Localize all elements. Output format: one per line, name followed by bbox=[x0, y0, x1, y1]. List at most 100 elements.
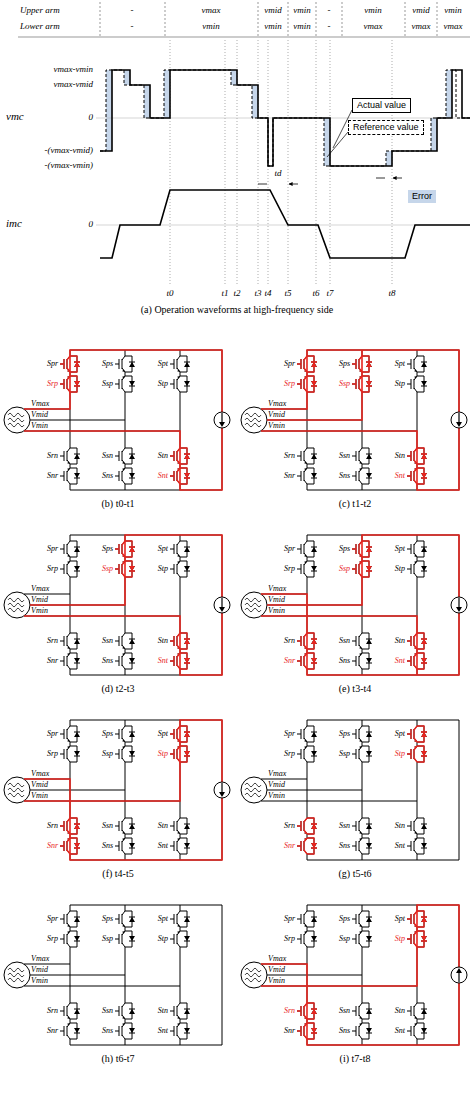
switch-label: Spt bbox=[158, 544, 168, 553]
arm-voltage: vmax bbox=[364, 21, 383, 31]
switch-label: Ssp bbox=[102, 379, 113, 388]
phase-label: Vmid bbox=[31, 410, 48, 419]
arm-voltage: vmid bbox=[264, 5, 282, 15]
switch-label: Sps bbox=[102, 729, 113, 738]
switch-label: Spt bbox=[395, 359, 405, 368]
switch-label: Sps bbox=[102, 544, 113, 553]
dead-time-arrows bbox=[258, 184, 298, 185]
reference-waveform bbox=[100, 70, 470, 166]
switch-label: Sns bbox=[339, 471, 350, 480]
switch-label: Snt bbox=[158, 471, 168, 480]
switch-label: Snr bbox=[47, 656, 58, 665]
circuit-g bbox=[241, 720, 459, 860]
phase-label: Vmax bbox=[31, 399, 49, 408]
phase-label: Vmin bbox=[268, 606, 285, 615]
callout-box: Actual value bbox=[352, 98, 411, 113]
switch-label: Sps bbox=[339, 914, 350, 923]
switch-label: Spr bbox=[47, 729, 58, 738]
switch-label: Snt bbox=[158, 1026, 168, 1035]
subfigure-caption: (e) t3-t4 bbox=[339, 683, 372, 694]
time-label: t6 bbox=[312, 288, 319, 298]
switch-label: Stp bbox=[395, 934, 405, 943]
switch-label: Ssp bbox=[339, 564, 350, 573]
circuit-f bbox=[4, 720, 230, 860]
arm-label: Lower arm bbox=[20, 21, 60, 31]
switch-label: Sns bbox=[339, 656, 350, 665]
circuit-c bbox=[241, 350, 467, 490]
phase-label: Vmax bbox=[31, 769, 49, 778]
switch-label: Sns bbox=[339, 1026, 350, 1035]
converter-circuit bbox=[241, 720, 459, 860]
subfigure-caption: (a) Operation waveforms at high-frequenc… bbox=[141, 304, 333, 315]
phase-label: Vmid bbox=[268, 595, 285, 604]
subfigure-caption: (i) t7-t8 bbox=[340, 1053, 371, 1064]
table-rule bbox=[18, 37, 470, 38]
switch-label: Stn bbox=[158, 636, 168, 645]
switch-label: Srp bbox=[47, 379, 58, 388]
phase-label: Vmax bbox=[31, 584, 49, 593]
switch-label: Sps bbox=[102, 359, 113, 368]
switch-label: Ssn bbox=[339, 636, 350, 645]
switch-label: Ssp bbox=[339, 749, 350, 758]
switch-label: Snr bbox=[47, 1026, 58, 1035]
time-grid bbox=[170, 40, 392, 284]
phase-label: Vmax bbox=[268, 769, 286, 778]
current-path bbox=[261, 350, 459, 490]
switch-label: Snr bbox=[47, 841, 58, 850]
arm-voltage: vmid bbox=[412, 5, 430, 15]
current-source bbox=[451, 412, 467, 428]
switch-label: Stp bbox=[158, 379, 168, 388]
switch-label: Stp bbox=[395, 564, 405, 573]
time-label: t0 bbox=[166, 288, 173, 298]
callout-text: Error bbox=[412, 191, 432, 202]
switch-label: Srp bbox=[47, 749, 58, 758]
arm-voltage: vmin bbox=[444, 5, 462, 15]
switch-label: Srn bbox=[284, 1006, 295, 1015]
phase-label: Vmid bbox=[31, 595, 48, 604]
imc-waveform bbox=[100, 190, 470, 258]
switch-label: Stp bbox=[158, 564, 168, 573]
switch-label: Snt bbox=[395, 471, 405, 480]
arm-voltage: vmin bbox=[293, 21, 311, 31]
subfigure-caption: (f) t4-t5 bbox=[102, 868, 133, 879]
switch-label: Srp bbox=[284, 379, 295, 388]
arm-voltage: - bbox=[131, 5, 134, 15]
switch-label: Ssp bbox=[102, 749, 113, 758]
circuit-i bbox=[241, 905, 467, 1045]
converter-circuit bbox=[4, 350, 222, 490]
current-source bbox=[214, 597, 230, 613]
phase-label: Vmid bbox=[268, 965, 285, 974]
switch-label: Snr bbox=[47, 471, 58, 480]
switch-label: Ssn bbox=[102, 451, 113, 460]
switch-label: Spr bbox=[47, 544, 58, 553]
phase-label: Vmax bbox=[268, 954, 286, 963]
arm-voltage: vmax bbox=[444, 21, 463, 31]
switch-label: Sns bbox=[102, 656, 113, 665]
time-label: t1 bbox=[221, 288, 228, 298]
switch-label: Srn bbox=[47, 821, 58, 830]
time-label: t4 bbox=[264, 288, 271, 298]
phase-label: Vmin bbox=[31, 606, 48, 615]
switch-label: Snt bbox=[395, 656, 405, 665]
switch-label: Srn bbox=[47, 451, 58, 460]
current-source bbox=[214, 782, 230, 798]
switch-label: Sns bbox=[102, 471, 113, 480]
switch-label: Ssn bbox=[102, 821, 113, 830]
level-label: 0 bbox=[89, 219, 94, 229]
switch-label: Sps bbox=[102, 914, 113, 923]
phase-label: Vmax bbox=[268, 584, 286, 593]
switch-label: Ssp bbox=[339, 379, 350, 388]
current-path bbox=[24, 720, 222, 860]
switch-label: Spt bbox=[395, 544, 405, 553]
switch-label: Srp bbox=[284, 749, 295, 758]
switch-label: Stp bbox=[158, 749, 168, 758]
arm-label: Upper arm bbox=[20, 5, 60, 15]
converter-circuit bbox=[241, 535, 459, 675]
switch-label: Stp bbox=[395, 749, 405, 758]
time-label: t2 bbox=[233, 288, 240, 298]
switch-label: Stn bbox=[158, 821, 168, 830]
callout-text: Actual value bbox=[357, 100, 406, 111]
level-label: -(vmax-vmid) bbox=[45, 145, 93, 155]
arm-voltage: vmin bbox=[293, 5, 311, 15]
time-label: t3 bbox=[254, 288, 261, 298]
